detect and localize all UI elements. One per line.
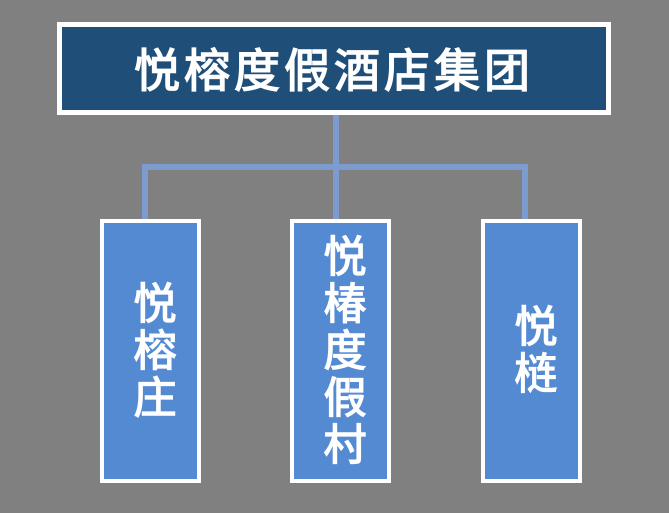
root-node-hotel-group: 悦榕度假酒店集团 (57, 22, 611, 115)
child-node-label: 悦榕庄 (127, 280, 175, 422)
child-node-banyan-tree: 悦榕庄 (100, 219, 201, 483)
child-node-label: 悦梿 (508, 304, 556, 398)
connector-drop-right (522, 164, 528, 219)
child-node-label: 悦椿度假村 (317, 233, 365, 469)
connector-horizontal (142, 164, 528, 170)
child-node-angsana: 悦椿度假村 (290, 219, 391, 483)
child-node-cassia: 悦梿 (481, 219, 582, 483)
connector-drop-left (142, 164, 148, 219)
root-node-label: 悦榕度假酒店集团 (134, 44, 534, 97)
